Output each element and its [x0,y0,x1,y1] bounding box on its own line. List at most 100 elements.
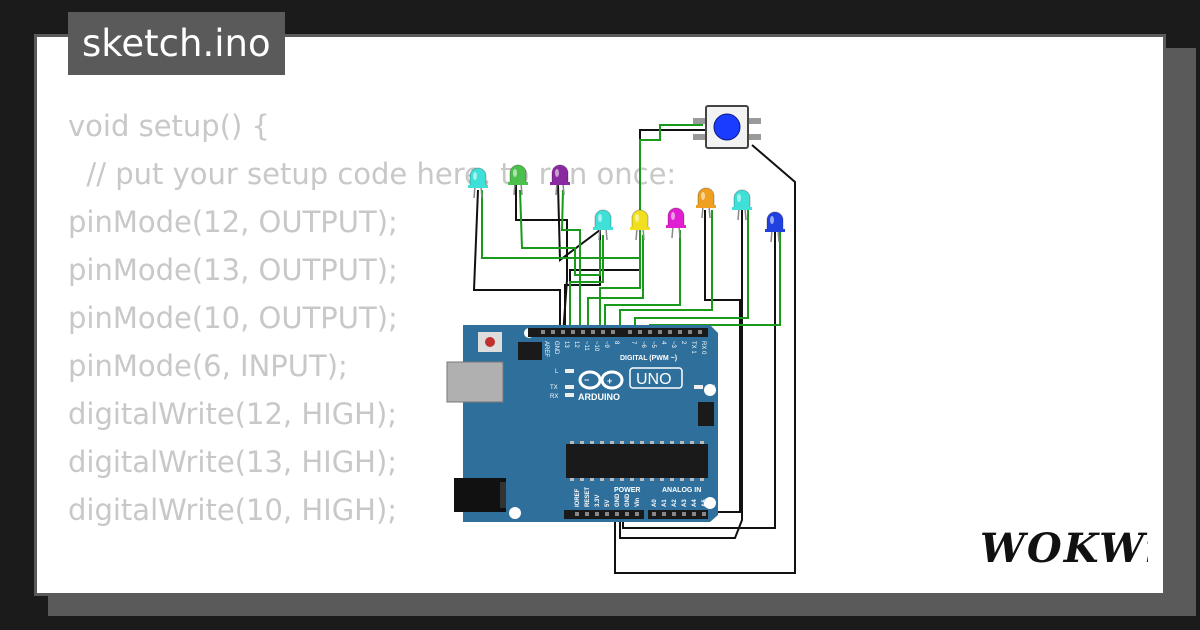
led-bulb-icon [469,167,487,187]
led-bulb-icon [551,164,569,184]
pin-hole[interactable] [541,330,545,334]
pin-hole[interactable] [615,512,619,516]
led-2[interactable] [508,164,528,196]
pin-hole[interactable] [585,512,589,516]
code-line[interactable]: pinMode(10, OUTPUT); [68,301,398,335]
pin-hole[interactable] [625,512,629,516]
led-1[interactable] [468,167,488,199]
pin-hole[interactable] [581,330,585,334]
pin-hole[interactable] [698,330,702,334]
code-line[interactable]: digitalWrite(12, HIGH); [68,397,398,431]
pin-label: ~5 [650,341,656,349]
wire-led7-anode [619,210,713,335]
led-4[interactable] [593,209,613,241]
arduino-logo-icon [578,370,624,390]
pin-label: A3 [682,499,688,507]
digital-label: DIGITAL (PWM ~) [620,355,677,362]
on-led-label: ON [706,385,715,391]
push-button[interactable] [693,105,761,149]
pin-hole[interactable] [628,330,632,334]
pin-hole[interactable] [668,330,672,334]
pin-hole[interactable] [682,512,686,516]
mount-hole [704,497,716,509]
pin-hole[interactable] [571,330,575,334]
icsp-header-1 [518,342,542,360]
microcontroller-chip [566,444,708,478]
pin-hole[interactable] [652,512,656,516]
pin-hole[interactable] [575,512,579,516]
pin-hole[interactable] [605,512,609,516]
led-3[interactable] [550,164,570,196]
pin-label: TX 1 [690,341,696,354]
pin-label: 5V [605,500,611,507]
wokwi-logo[interactable]: WOKWi [978,524,1161,578]
pin-hole[interactable] [688,330,692,334]
code-line[interactable]: pinMode(13, OUTPUT); [68,253,398,287]
code-editor[interactable]: void setup() { // put your setup code he… [68,102,676,534]
led-7[interactable] [696,187,716,219]
pin-hole[interactable] [672,512,676,516]
rx-led-label: RX [550,394,558,400]
pin-hole[interactable] [662,512,666,516]
code-line[interactable]: void setup() { [68,109,270,143]
pin-hole[interactable] [692,512,696,516]
pin-hole[interactable] [611,330,615,334]
tx-led-label: TX [550,385,558,391]
pin-label: ~6 [640,341,646,349]
led-8[interactable] [732,189,752,221]
led-bulb-icon [667,207,685,227]
board-model: UNO [636,371,672,388]
code-line[interactable]: // put your setup code here, to run once… [68,157,677,191]
pin-label: 2 [680,341,686,345]
led-6[interactable] [666,207,686,239]
icsp-header-2 [698,402,714,426]
pin-hole[interactable] [561,330,565,334]
pin-label: GND [615,493,621,507]
pin-hole[interactable] [591,330,595,334]
pin-hole[interactable] [595,512,599,516]
pin-hole[interactable] [551,330,555,334]
wire-led1-cathode [472,189,561,335]
svg-text:−: − [584,375,589,385]
file-tab[interactable]: sketch.ino [68,12,285,75]
pin-hole[interactable] [658,330,662,334]
button-cap-icon[interactable] [713,113,741,141]
pin-label: A0 [652,499,658,507]
code-line[interactable]: digitalWrite(13, HIGH); [68,445,398,479]
pin-hole[interactable] [702,512,706,516]
pin-hole[interactable] [635,512,639,516]
pin-hole[interactable] [601,330,605,334]
pin-label: 8 [613,341,619,345]
code-line[interactable]: digitalWrite(10, HIGH); [68,493,398,527]
wire-button-signal [599,124,703,335]
pin-label: 13 [563,341,569,348]
wire-led2-anode [519,189,601,276]
pin-hole[interactable] [648,330,652,334]
led-bulb-icon [733,189,751,209]
code-line[interactable]: pinMode(12, OUTPUT); [68,205,398,239]
pin-label: RX 0 [700,341,706,355]
pin-label: A4 [692,499,698,507]
pin-label: ~9 [603,341,609,349]
led-5[interactable] [630,209,650,241]
pin-label: AREF [543,341,549,357]
power-header [564,510,644,519]
led-9[interactable] [765,211,785,243]
pin-label: 3.3V [595,495,601,507]
pin-hole[interactable] [638,330,642,334]
power-label: POWER [614,487,640,494]
pin-label: ~10 [593,341,599,352]
svg-text:WOKWi: WOKWi [980,525,1148,572]
pin-hole[interactable] [678,330,682,334]
wire-led5-anode [587,235,644,335]
code-line[interactable]: pinMode(6, INPUT); [68,349,348,383]
analog-header [648,510,708,519]
pin-label: A1 [662,499,668,507]
reset-button[interactable] [485,337,495,347]
pin-label: 12 [573,341,579,348]
wire-button-5v [614,144,796,574]
svg-text:+: + [607,376,612,386]
